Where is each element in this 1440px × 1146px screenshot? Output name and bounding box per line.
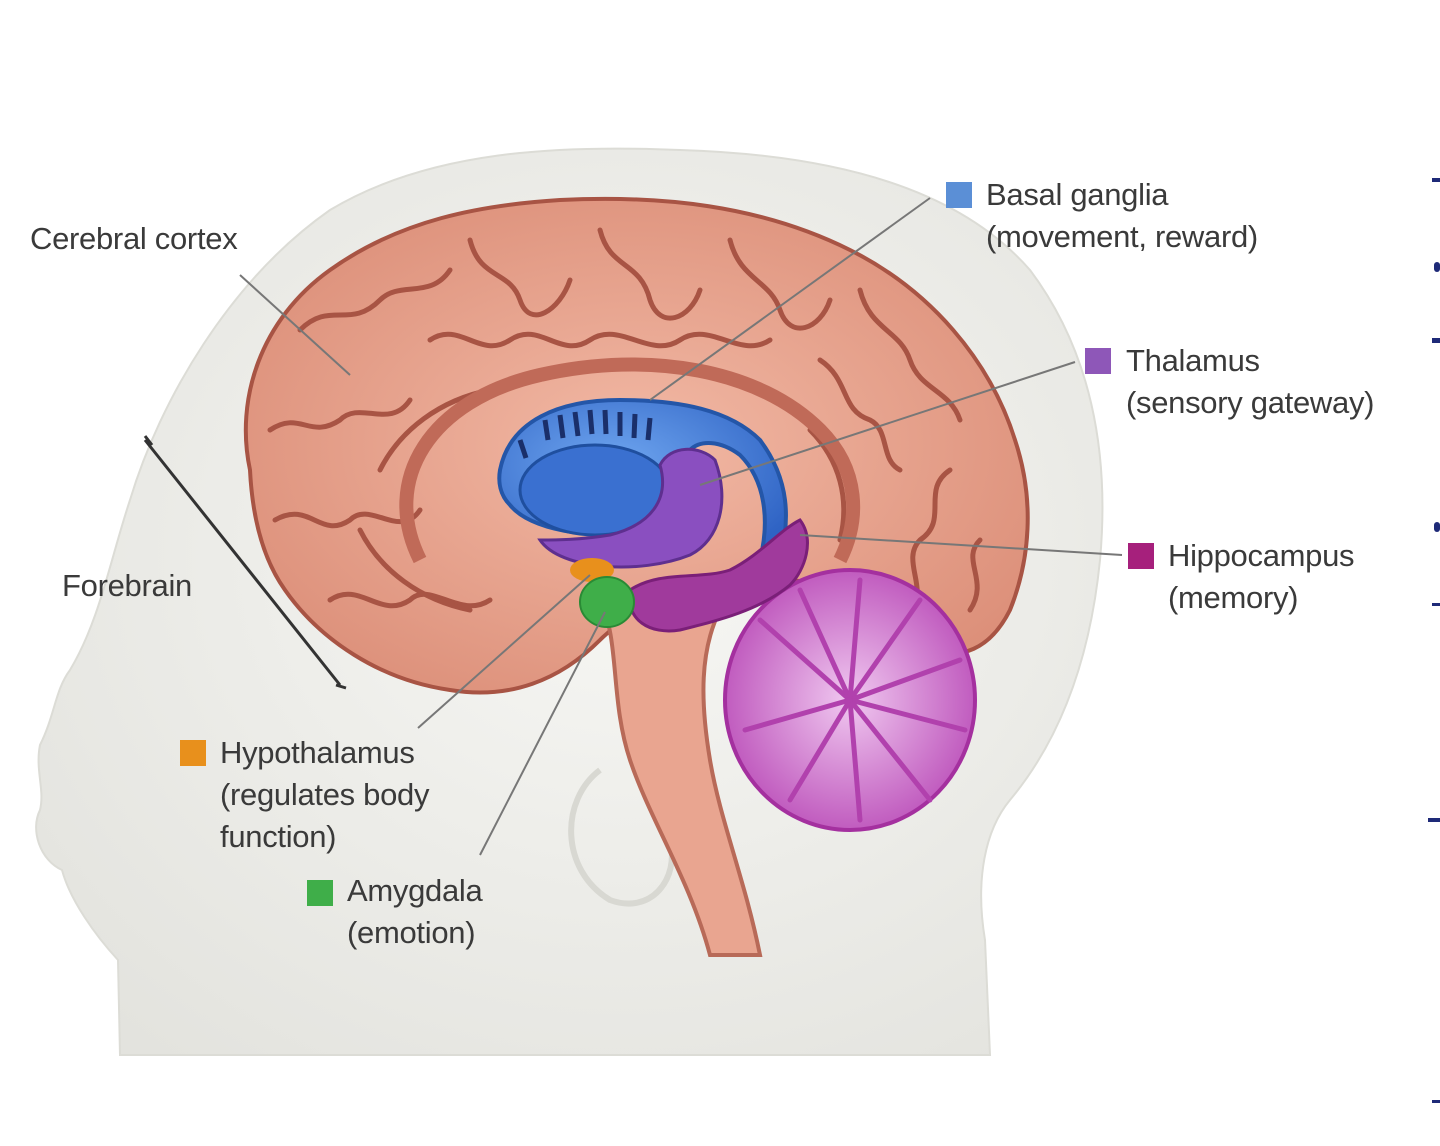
label-forebrain: Forebrain [62,568,192,603]
cortex-folds [267,227,983,613]
label-cerebral-cortex: Cerebral cortex [30,221,238,256]
brainstem-shape [596,597,763,957]
swatch-basal-ganglia [946,182,972,208]
desc-hypothalamus-1: (regulates body [220,777,430,812]
swatch-hippocampus [1128,543,1154,569]
swatch-thalamus [1085,348,1111,374]
desc-hypothalamus-2: function) [220,819,337,854]
edge-mark [1432,178,1440,182]
swatch-amygdala [307,880,333,906]
edge-mark [1432,1100,1440,1103]
edge-mark [1434,522,1440,532]
amygdala-shape [579,576,635,628]
desc-thalamus: (sensory gateway) [1126,385,1375,420]
leader-lines [239,197,1123,856]
hippocampus-shape [627,518,809,633]
desc-hippocampus: (memory) [1168,580,1299,615]
label-hippocampus: Hippocampus [1168,538,1355,573]
cerebellum-folds [742,577,968,823]
edge-mark [1432,603,1440,606]
edge-mark [1428,818,1440,822]
desc-amygdala: (emotion) [347,915,476,950]
ear-shape [568,767,675,907]
thalamus-shape [537,447,724,569]
label-thalamus: Thalamus [1126,343,1260,378]
forebrain-bracket [143,439,342,686]
label-basal-ganglia: Basal ganglia [986,177,1169,212]
striatum-stripes [517,409,653,459]
cingulate-arc [399,357,861,564]
edge-mark [1434,262,1440,272]
hypothalamus-shape [570,558,614,582]
desc-basal-ganglia: (movement, reward) [986,219,1258,254]
label-hypothalamus: Hypothalamus [220,735,415,770]
swatch-hypothalamus [180,740,206,766]
edge-mark [1432,338,1440,343]
label-amygdala: Amygdala [347,873,483,908]
